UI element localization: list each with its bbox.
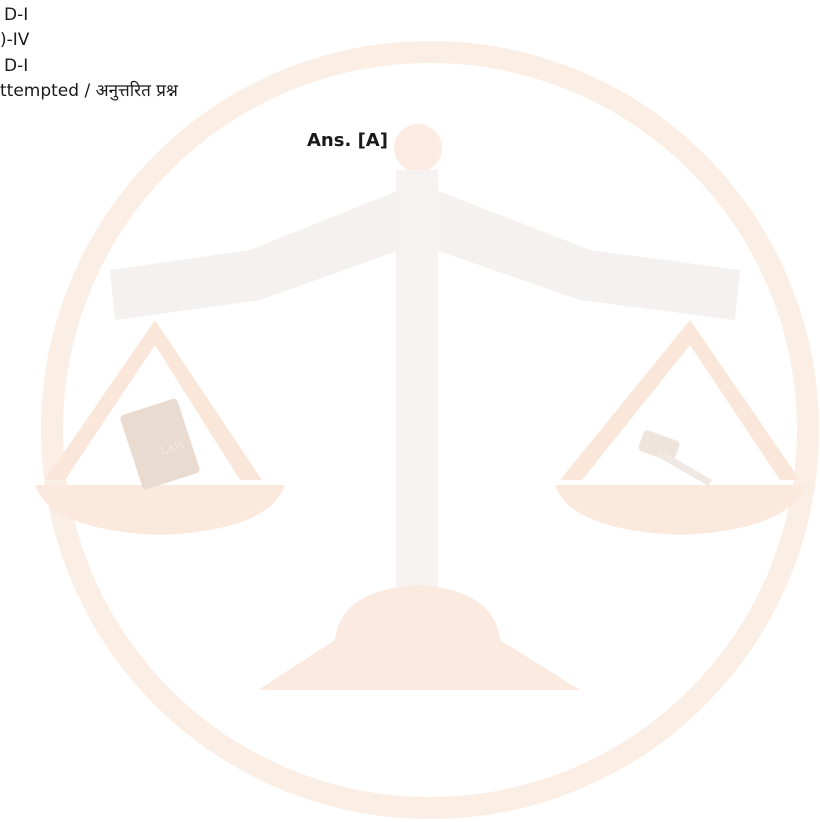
option-line-4-unattempted: ttempted / अनुत्तरित प्रश्न xyxy=(0,81,178,101)
law-book-icon: LAW xyxy=(120,398,200,490)
scale-pole xyxy=(396,170,438,620)
scale-beam-left xyxy=(110,190,400,320)
scale-beam-right xyxy=(436,190,740,320)
gavel-icon xyxy=(638,430,712,487)
option-line-1: D-I xyxy=(4,5,29,25)
scale-top-knob xyxy=(394,124,442,172)
scale-base xyxy=(258,585,580,690)
scale-pan-left xyxy=(35,485,285,535)
scale-pan-right xyxy=(555,485,805,535)
scale-chain-left xyxy=(45,320,262,480)
scale-chain-right xyxy=(560,320,800,480)
option-line-2: )-IV xyxy=(0,30,30,50)
answer-label: Ans. [A] xyxy=(307,130,388,151)
watermark-ring xyxy=(41,41,819,819)
option-line-3: D-I xyxy=(4,56,29,76)
